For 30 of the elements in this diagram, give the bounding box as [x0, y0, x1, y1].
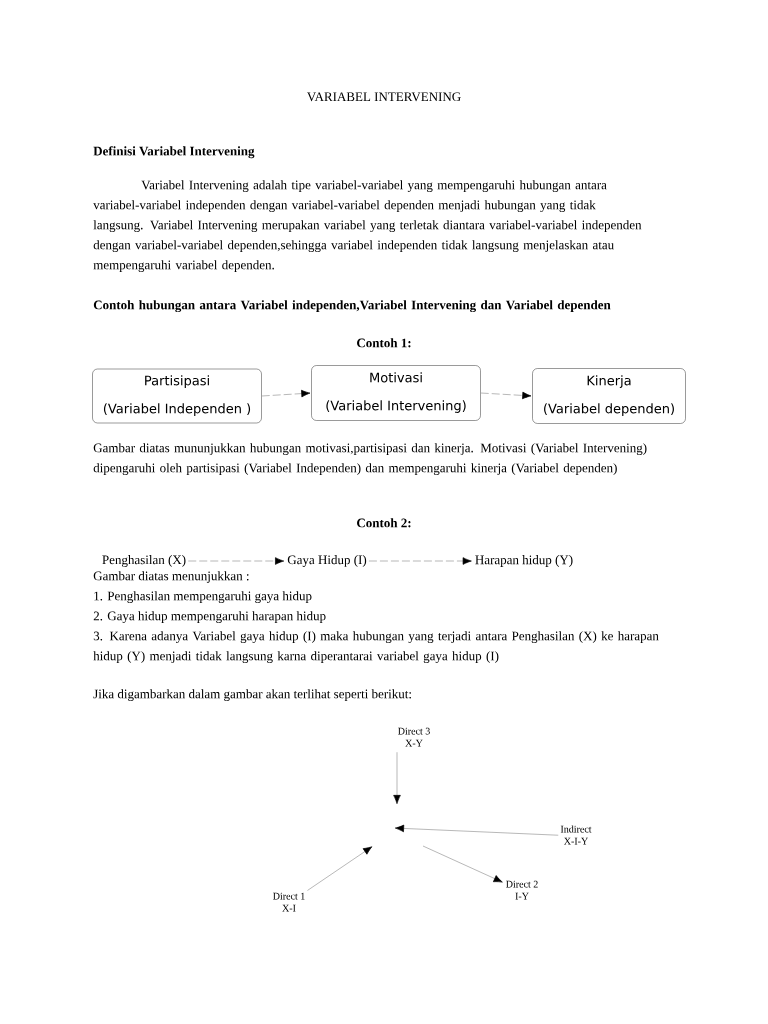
arrow	[307, 846, 373, 891]
variable-text: Penghasilan (X)	[102, 555, 186, 567]
paragraph-text: Jika digambarkan dalam gambar akan terlihat seperti berikut:	[93, 689, 411, 702]
path-label: Direct 1 X-I	[273, 892, 305, 912]
arrow	[187, 557, 285, 565]
list-item: 1. Penghasilan mempengaruhi gaya hidup	[94, 591, 312, 604]
variable-box: Kinerja (Variabel dependen)	[532, 368, 686, 424]
example-heading: Contoh 1:	[357, 338, 411, 348]
section-heading: Definisi Variabel Intervening	[93, 146, 255, 159]
title: VARIABEL INTERVENING	[306, 92, 461, 102]
arrow	[480, 391, 532, 400]
list-intro: Gambar diatas menunjukkan :	[93, 571, 249, 583]
paragraph-text: Gambar diatas mununjukkan hubungan motivasi,partisipasi dan kinerja. Motivasi (Variabel Intervening) dipengaruhi oleh partisipasi (Variabel Independen) dan mempengaruhi kinerja (Variabel dependen)	[93, 443, 647, 476]
variable-box: Partisipasi (Variabel Independen )	[92, 368, 262, 424]
arrow	[422, 845, 503, 883]
list-item: 3. Karena adanya Variabel gaya hidup (I) maka hubungan yang terjadi antara Penghasilan (X) ke harapan hidup (Y) menjadi tidak langsung karna diperantarai variabel gaya hidup (I)	[93, 631, 659, 664]
example-heading: Contoh 2:	[357, 518, 411, 528]
arrow	[393, 751, 401, 804]
arrow	[395, 824, 559, 836]
section-heading: Contoh hubungan antara Variabel independen,Variabel Intervening dan Variabel dependen	[93, 300, 611, 313]
arrow	[261, 389, 311, 398]
path-label: Direct 3 X-Y	[398, 727, 430, 747]
paragraph-text: Variabel Intervening adalah tipe variabel-variabel yang mempengaruhi hubungan antara variabel-variabel independen dengan variabel-variabel dependen menjadi hubungan yang tidak langsung. Variabel Intervening merupakan variabel yang terletak diantara variabel-variabel independen dengan variabel-variabel dependen,sehingga variabel independen tidak langsung menjelaskan atau mempengaruhi variabel dependen.	[93, 180, 642, 273]
variable-text: Harapan hidup (Y)	[475, 555, 573, 567]
variable-box: Motivasi (Variabel Intervening)	[311, 365, 481, 421]
path-label: Indirect X-I-Y	[560, 825, 592, 845]
arrow	[368, 557, 472, 565]
variable-text: Gaya Hidup (I)	[287, 555, 367, 567]
list-item: 2. Gaya hidup mempengaruhi harapan hidup	[93, 611, 326, 624]
path-label: Direct 2 I-Y	[506, 880, 538, 900]
